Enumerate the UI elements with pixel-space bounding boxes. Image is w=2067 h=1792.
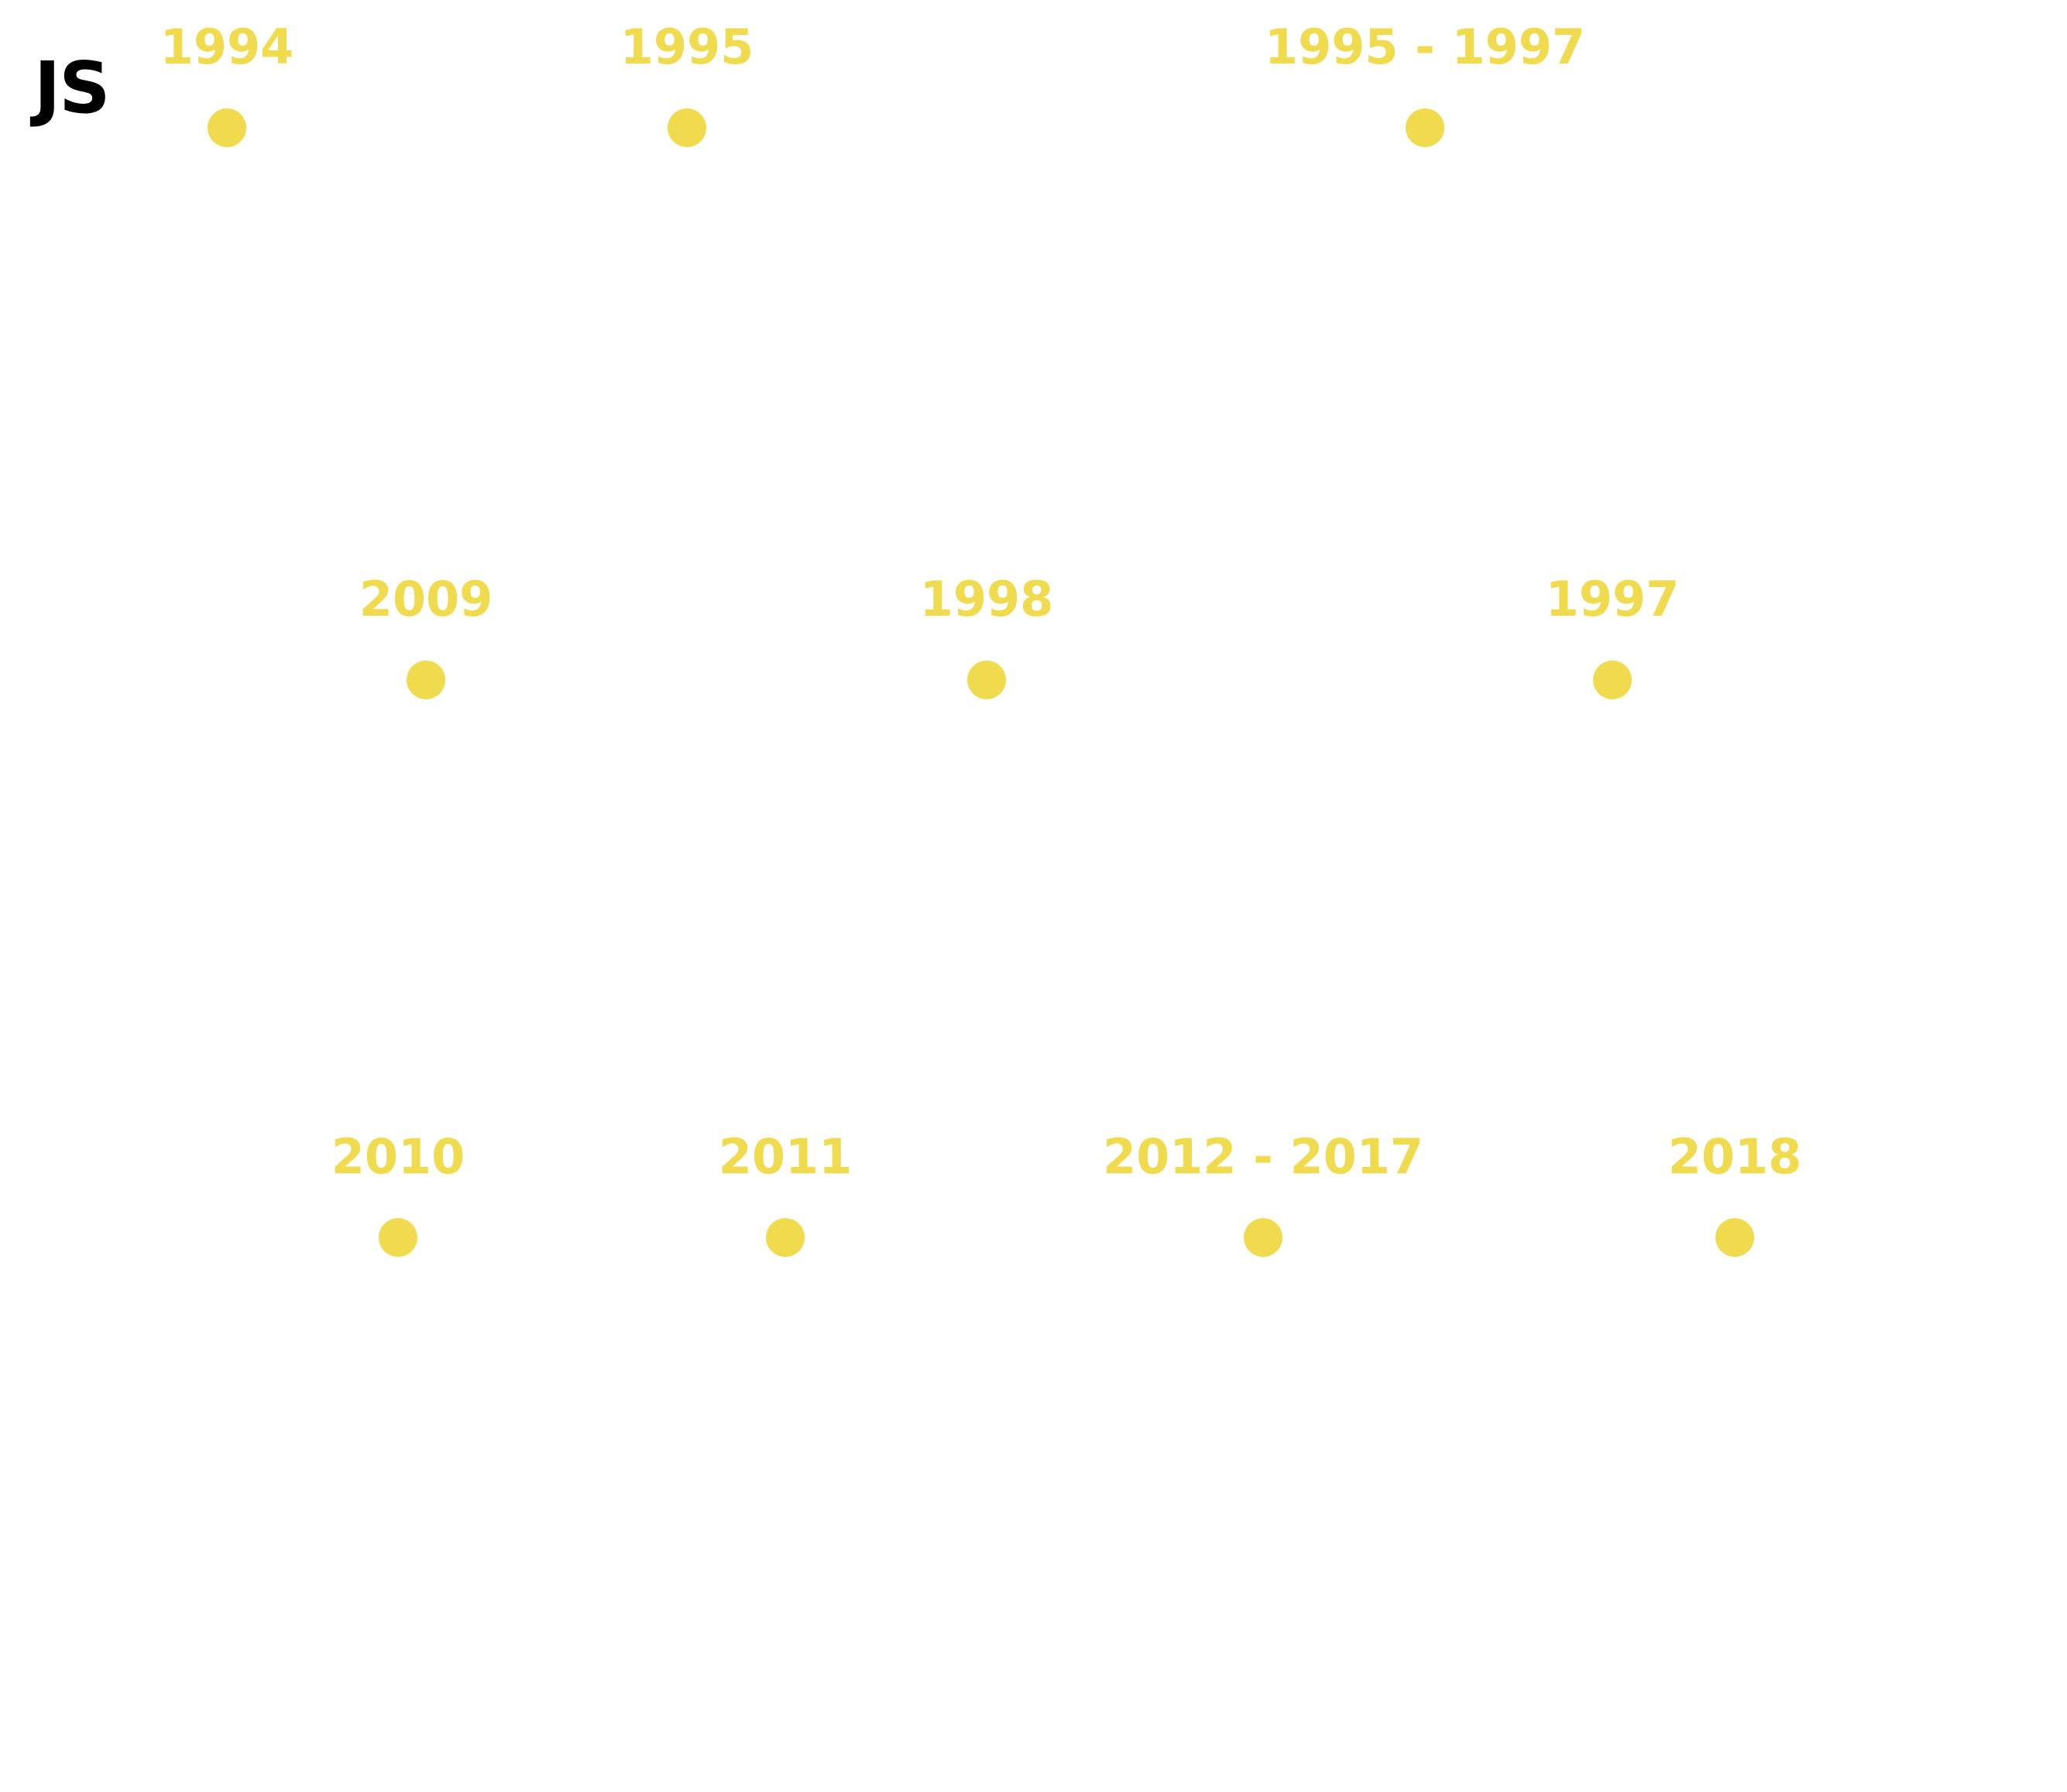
milestone-year-label: 2009 bbox=[359, 571, 493, 627]
milestone-dot-icon bbox=[1406, 108, 1444, 147]
milestone-dot-icon bbox=[1244, 1218, 1282, 1257]
milestone-year-label: 1998 bbox=[919, 571, 1054, 627]
milestone-year-label: 2011 bbox=[718, 1128, 853, 1185]
milestone-dot-icon bbox=[407, 661, 445, 699]
milestone-dot-icon bbox=[208, 108, 246, 147]
milestone-dot-icon bbox=[1715, 1218, 1754, 1257]
milestone-year-label: 1997 bbox=[1545, 571, 1680, 627]
milestone-dot-icon bbox=[1593, 661, 1632, 699]
milestone-year-label: 1994 bbox=[160, 19, 294, 75]
milestone-dot-icon bbox=[967, 661, 1006, 699]
milestone-year-label: 2012 - 2017 bbox=[1102, 1128, 1424, 1185]
milestone-year-label: 2018 bbox=[1667, 1128, 1802, 1185]
milestone-year-label: 1995 bbox=[620, 19, 754, 75]
milestone-year-label: 1995 - 1997 bbox=[1264, 19, 1586, 75]
milestone-year-label: 2010 bbox=[331, 1128, 465, 1185]
milestone-dot-icon bbox=[766, 1218, 805, 1257]
milestone-dot-icon bbox=[379, 1218, 417, 1257]
js-logo: JS bbox=[34, 46, 110, 129]
milestone-dot-icon bbox=[668, 108, 706, 147]
